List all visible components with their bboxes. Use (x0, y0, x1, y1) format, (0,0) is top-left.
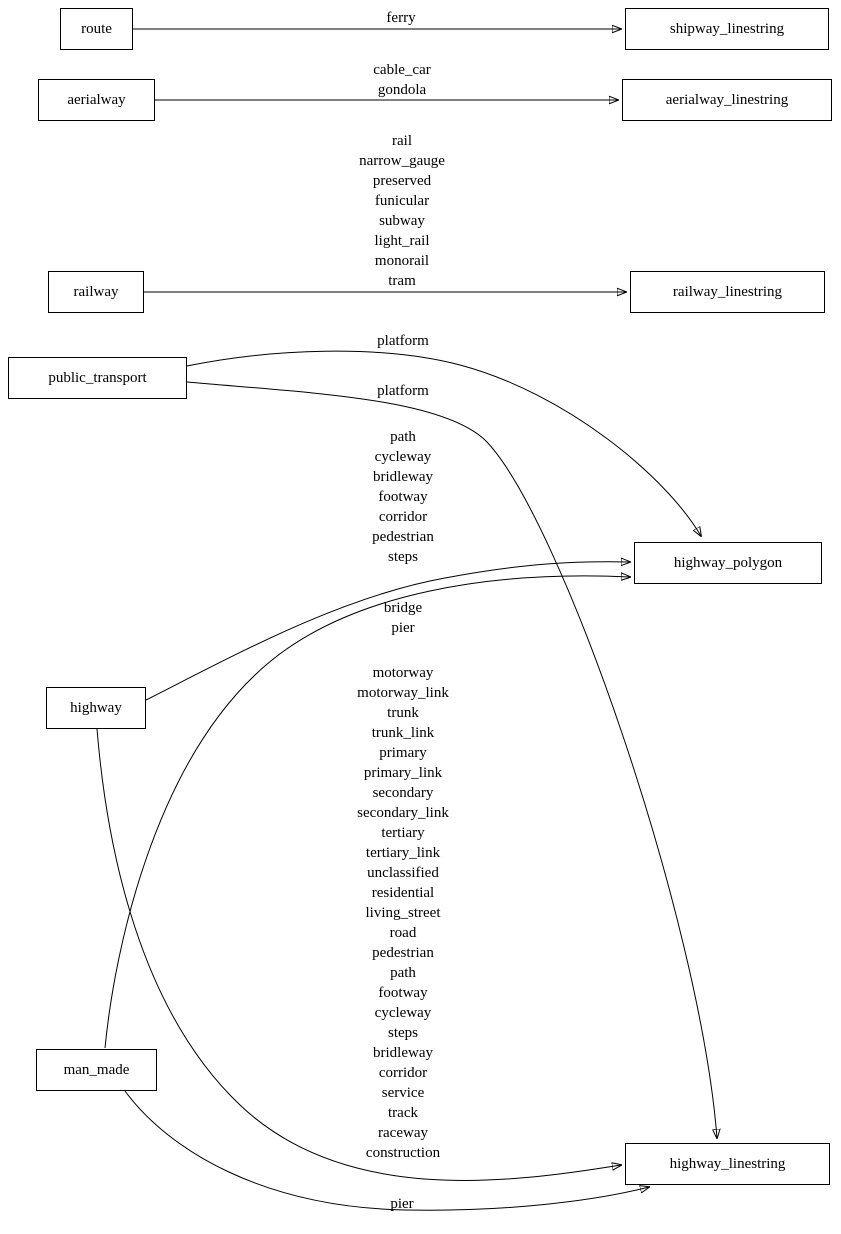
edge-highway-to-highway-polygon (145, 562, 630, 701)
edge-label-public-transport-linestring: platform (377, 383, 429, 399)
edge-public-transport-to-highway-linestring (186, 381, 717, 1138)
node-railway-linestring: railway_linestring (630, 271, 825, 313)
edge-label-railway: rail narrow_gauge preserved funicular su… (359, 133, 445, 289)
node-route-label: route (81, 20, 112, 37)
node-aerialway-label: aerialway (67, 91, 126, 108)
node-highway-label: highway (70, 699, 122, 716)
node-shipway-linestring: shipway_linestring (625, 8, 829, 50)
node-railway-label: railway (73, 283, 119, 300)
node-highway-polygon-label: highway_polygon (673, 554, 783, 571)
node-aerialway: aerialway (38, 79, 155, 121)
edge-label-highway-linestring: motorway motorway_link trunk trunk_link … (357, 665, 449, 1161)
node-man-made-label: man_made (63, 1061, 130, 1078)
node-highway-polygon: highway_polygon (634, 542, 822, 584)
node-aerialway-linestring-label: aerialway_linestring (665, 91, 789, 108)
node-highway: highway (46, 687, 146, 729)
node-railway-linestring-label: railway_linestring (672, 283, 783, 300)
edge-label-route-shipway: ferry (386, 10, 416, 26)
node-public-transport-label: public_transport (48, 369, 147, 386)
node-man-made: man_made (36, 1049, 157, 1091)
edge-label-public-transport-polygon: platform (377, 333, 429, 349)
node-aerialway-linestring: aerialway_linestring (622, 79, 832, 121)
edge-label-man-made-polygon: bridge pier (383, 600, 423, 636)
edge-label-highway-polygon: path cycleway bridleway footway corridor… (372, 429, 434, 565)
edge-public-transport-to-highway-polygon (186, 350, 701, 536)
edge-label-man-made-linestring: pier (390, 1196, 414, 1212)
node-route: route (60, 8, 133, 50)
node-public-transport: public_transport (8, 357, 187, 399)
edge-highway-to-highway-linestring (96, 728, 621, 1181)
node-highway-linestring-label: highway_linestring (669, 1155, 786, 1172)
node-shipway-linestring-label: shipway_linestring (669, 20, 785, 37)
edge-label-aerialway: cable_car gondola (373, 62, 431, 98)
node-railway: railway (48, 271, 144, 313)
edge-man-made-to-highway-linestring (124, 1090, 649, 1211)
node-highway-linestring: highway_linestring (625, 1143, 830, 1185)
edge-man-made-to-highway-polygon (104, 576, 630, 1049)
